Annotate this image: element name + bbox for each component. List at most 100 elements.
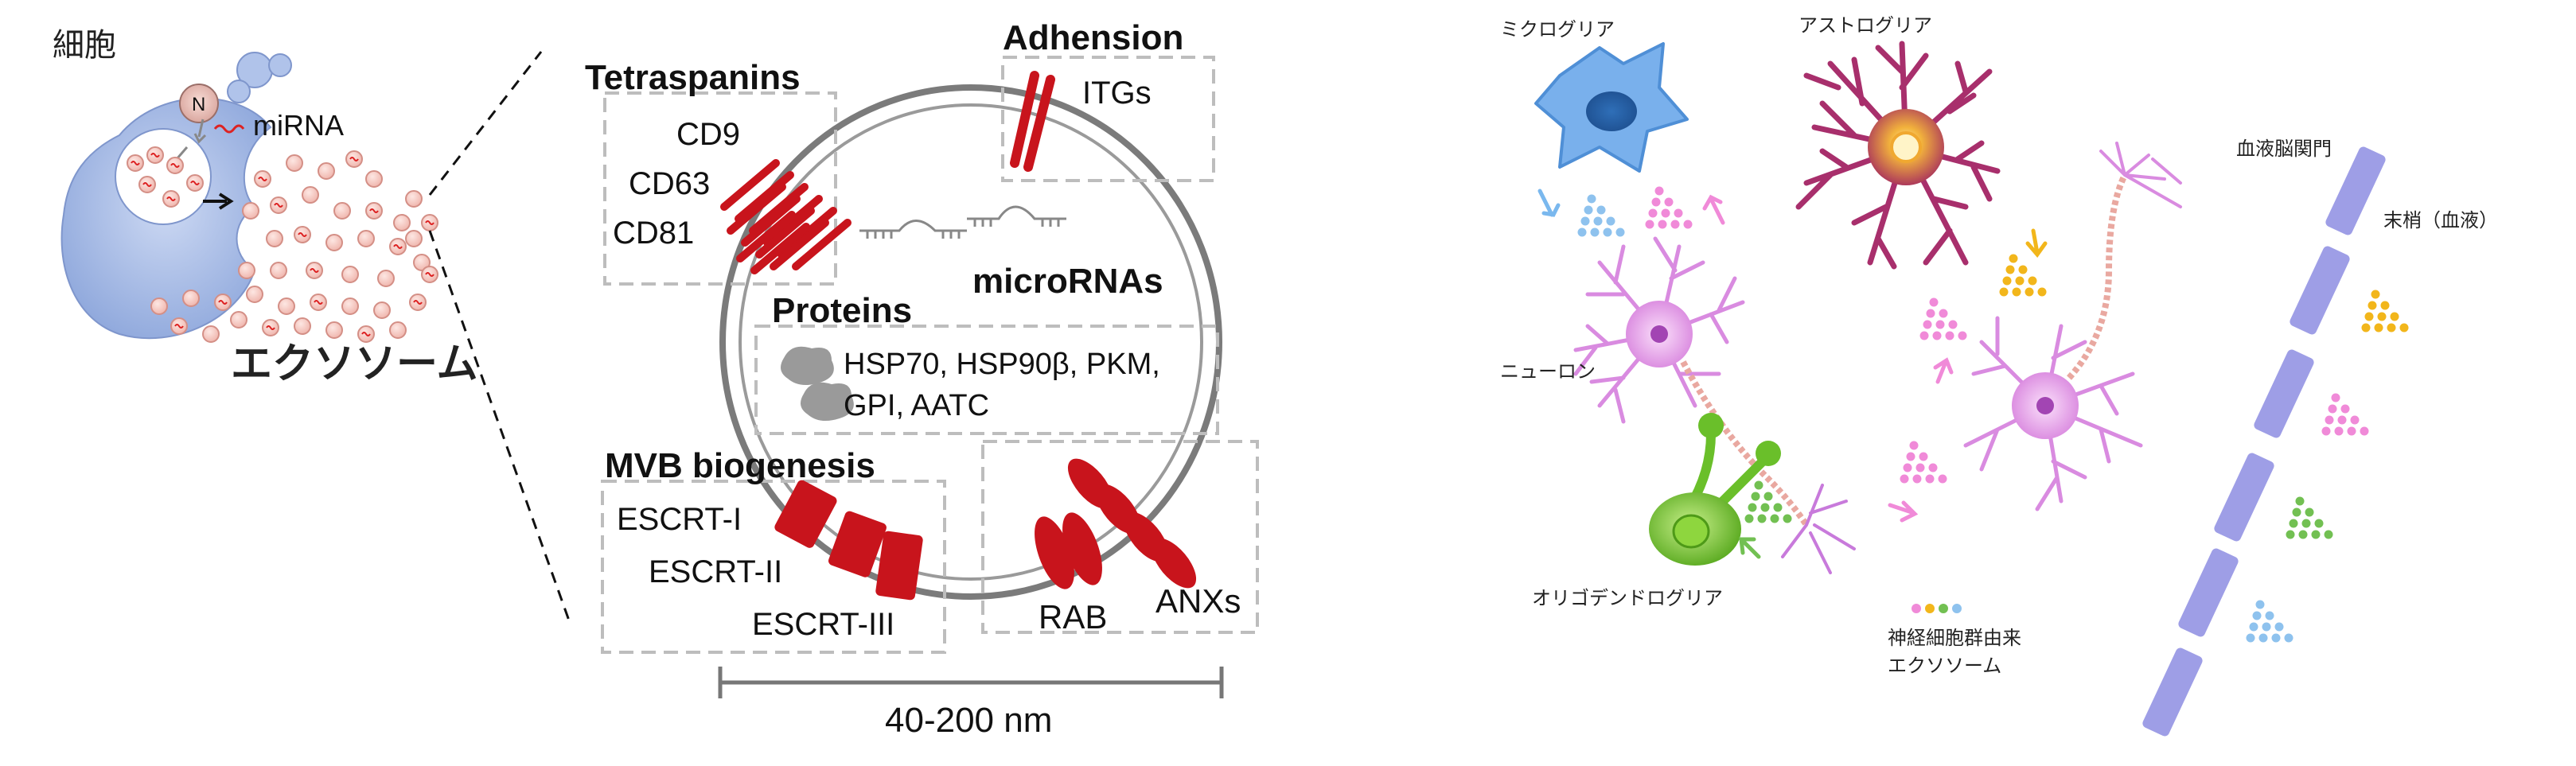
escrt-complex-icon	[774, 480, 923, 601]
blood-brain-barrier	[2142, 146, 2386, 737]
legend-dots	[1912, 604, 1962, 613]
exosome-particle	[341, 297, 359, 315]
adhesion-box	[1001, 56, 1215, 182]
exosome-dot-cluster	[1919, 297, 1967, 340]
exosome-particle	[318, 162, 335, 180]
exosome-particle	[182, 290, 200, 307]
exosome-particle	[202, 325, 220, 343]
nucleus	[179, 84, 219, 123]
proteins-line2: GPI, AATC	[844, 389, 989, 422]
exosome-particle	[246, 286, 263, 303]
exosome-particle	[357, 230, 375, 247]
tetraspanin-proteins	[720, 159, 852, 274]
arrow-icon	[1739, 537, 1761, 559]
bbb-segment	[2142, 647, 2203, 737]
tetraspanin-cd9: CD9	[676, 117, 740, 152]
exosome-particle	[333, 202, 351, 220]
exosome-particle	[341, 266, 359, 283]
arrow-icon	[218, 192, 234, 210]
exosome-particle	[162, 190, 180, 208]
anx-label: ANXs	[1155, 582, 1241, 620]
cell-bleb	[227, 80, 251, 103]
exosome-particle	[127, 154, 144, 172]
proteins-line1: HSP70, HSP90β, PKM,	[844, 348, 1160, 381]
bbb-segment	[2290, 246, 2350, 335]
mvb-box	[601, 480, 946, 654]
exosome-particle	[286, 154, 303, 172]
exosome-particle	[306, 262, 323, 279]
oligodendroglia-cell	[1649, 413, 1781, 566]
protein-blob-icon	[801, 382, 854, 422]
exosome-dot-clusters	[1577, 186, 2409, 643]
zoom-line	[428, 51, 543, 196]
exosome-particle	[254, 170, 271, 188]
bbb-segment	[2254, 349, 2314, 438]
exosome-particle	[270, 262, 287, 279]
inner-exosomes	[127, 146, 204, 208]
scale-bar	[718, 667, 1224, 698]
rab-anx-proteins-icon	[1035, 458, 1197, 589]
proteins-title: Proteins	[772, 291, 912, 330]
exosome-zoom: Tetraspanins CD9 CD63 CD81 Adhension ITG…	[585, 18, 1259, 740]
exosome-particle	[377, 270, 395, 287]
exosome-dot-cluster	[2286, 496, 2333, 539]
tetraspanin-cd81: CD81	[613, 216, 694, 251]
exosome-membrane-inner	[739, 103, 1203, 581]
legend-line1: 神経細胞群由来	[1888, 627, 2021, 649]
tetraspanin-cd63: CD63	[629, 166, 710, 201]
exosome-particle	[138, 176, 156, 193]
bbb-segment	[2178, 548, 2239, 637]
brain-cells-panel: ミクログリア アストログリア	[1500, 14, 2498, 737]
mvb-title: MVB biogenesis	[605, 446, 875, 485]
adhesion-title: Adhension	[1003, 18, 1183, 57]
exosome-particle	[405, 230, 423, 247]
mirna-squiggle-icon	[213, 124, 245, 134]
arrow-icon	[197, 119, 205, 138]
exosome-particle	[421, 214, 438, 231]
released-exosomes	[150, 150, 438, 343]
exosome-particle	[146, 146, 164, 164]
cell: 細胞 N miRNA エクソソーム	[53, 27, 477, 388]
exosome-particle	[302, 186, 319, 204]
exosome-particle	[266, 230, 283, 247]
exosome-particle	[294, 226, 311, 243]
exosome-label: エクソソーム	[231, 340, 477, 388]
exosome-particle	[230, 311, 247, 329]
exosome-particle	[365, 202, 383, 220]
exosome-particle	[150, 297, 168, 315]
microglia-cell	[1534, 42, 1689, 173]
exosome-particle	[238, 262, 255, 279]
exosome-dot-cluster	[1744, 480, 1792, 523]
exosome-dot-cluster	[1645, 186, 1693, 229]
rab-label: RAB	[1039, 598, 1107, 636]
exosome-particle	[373, 301, 391, 319]
mvb-escrt-ii: ESCRT-II	[649, 554, 782, 589]
exosome-particle	[413, 254, 431, 271]
arrow-icon	[2025, 228, 2048, 259]
neuron-cell	[1963, 142, 2182, 511]
tetraspanins-title: Tetraspanins	[585, 58, 801, 97]
cell-bleb	[268, 53, 292, 77]
arrow-icon	[1888, 500, 1919, 523]
astroglia-label: アストログリア	[1799, 14, 1932, 37]
exosome-particle	[262, 319, 279, 336]
scale-label: 40-200 nm	[885, 701, 1052, 740]
mvb-escrt-i: ESCRT-I	[617, 502, 742, 537]
periphery-label: 末梢（血液）	[2383, 209, 2498, 231]
exosome-dot-cluster	[2321, 393, 2369, 436]
exosome-particle	[345, 150, 363, 168]
exosome-particle	[186, 174, 204, 192]
exosome-particle	[325, 234, 343, 251]
tetraspanins-box	[603, 91, 837, 286]
bbb-segment	[2325, 146, 2386, 235]
exosome-particle	[389, 321, 407, 339]
arrow-icon	[1702, 194, 1725, 225]
zoom-line	[428, 230, 571, 621]
exosome-particle	[405, 190, 423, 208]
exosome-particle	[278, 297, 295, 315]
exosome-particle	[214, 294, 232, 311]
bbb-segment	[2214, 453, 2274, 542]
arrow-icon	[1933, 357, 1954, 384]
exosome-dot-cluster	[1577, 194, 1625, 237]
